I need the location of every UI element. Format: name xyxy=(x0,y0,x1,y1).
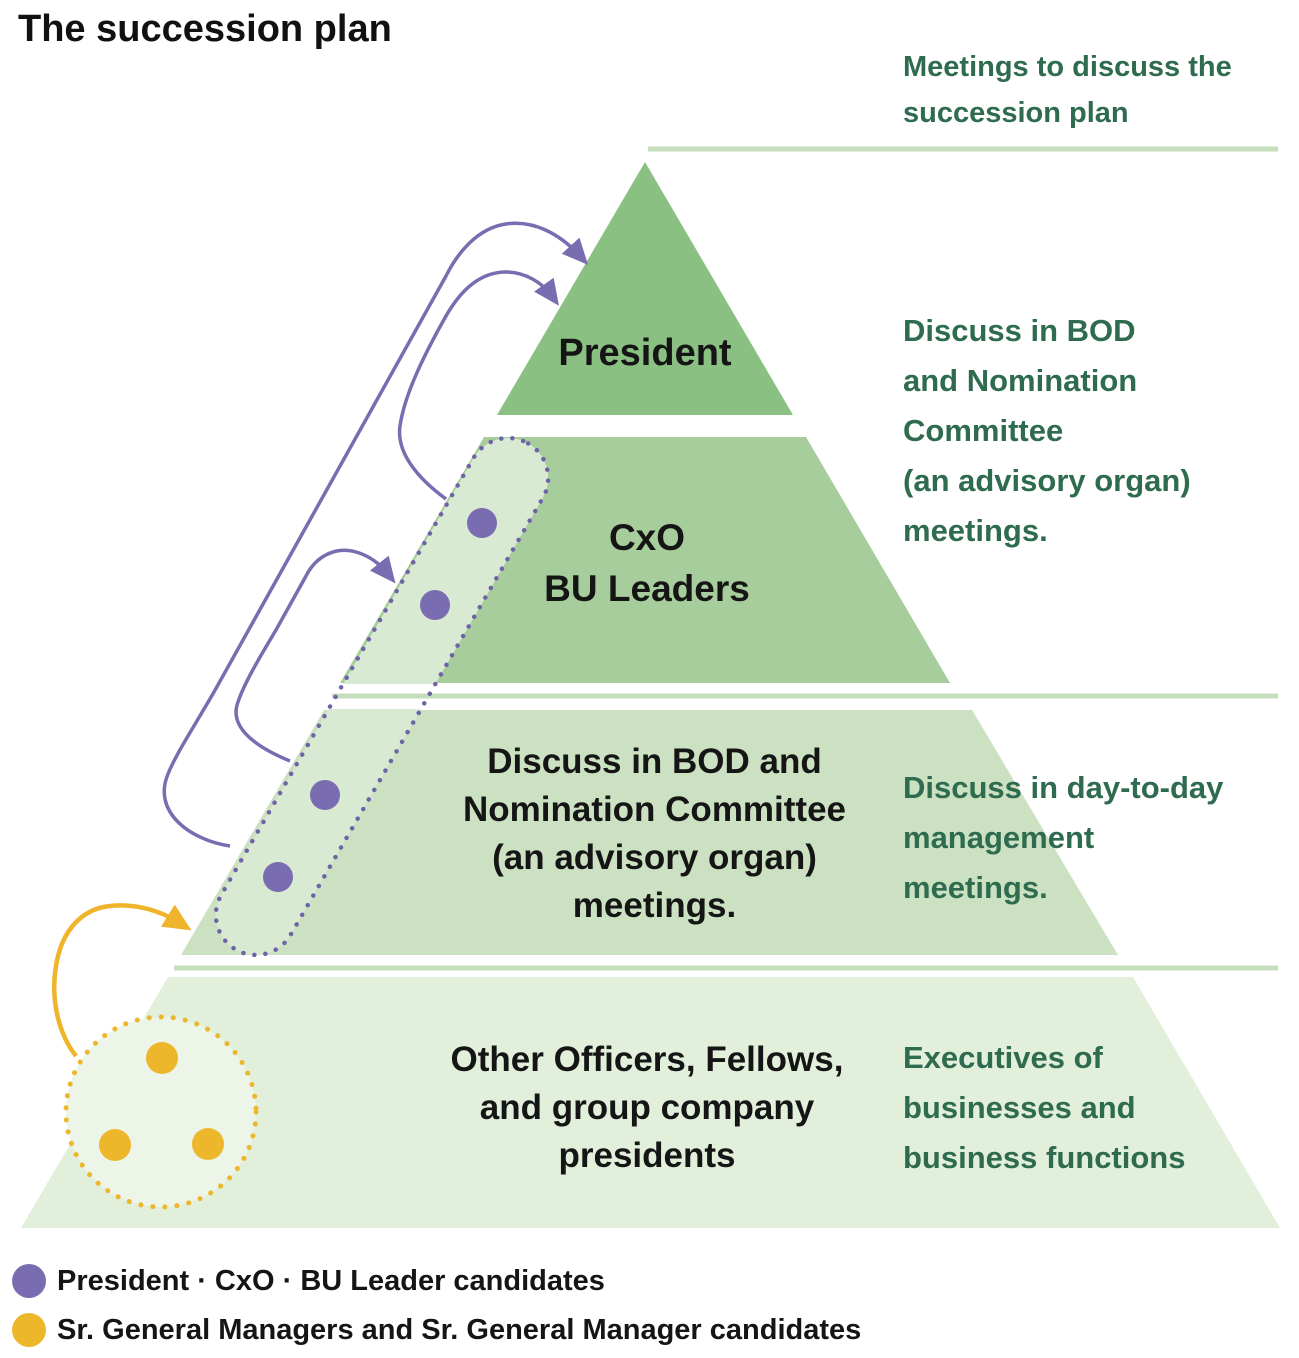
promotion-arrow-to-president-inner xyxy=(397,270,559,501)
tier-bod-nomination-label: Discuss in BOD and Nomination Committee … xyxy=(462,742,847,925)
legend-label-purple: President · CxO · BU Leader candidates xyxy=(57,1265,605,1297)
tier-other-officers-label: Other Officers, Fellows, and group compa… xyxy=(450,1040,844,1175)
leader-candidates-capsule-border xyxy=(213,435,551,958)
leader-candidate-dot xyxy=(420,590,450,620)
promotion-arrow-yellow xyxy=(51,903,192,1058)
leader-candidate-dot xyxy=(310,780,340,810)
note-day-to-day: Discuss in day-to-day management meeting… xyxy=(903,770,1224,905)
pyramid-tier-other-officers xyxy=(21,977,1280,1228)
page-title: The succession plan xyxy=(18,8,392,50)
pyramid-tier-president xyxy=(497,162,793,415)
sr-manager-candidate-dot xyxy=(99,1129,131,1161)
note-bod-nomination: Discuss in BOD and Nomination Committee … xyxy=(903,313,1191,548)
tier-cxo-bu-leaders-label: CxO BU Leaders xyxy=(544,517,750,609)
meetings-column-header: Meetings to discuss the succession plan xyxy=(903,51,1232,129)
tier-president-label: President xyxy=(558,332,732,374)
leader-candidate-dot xyxy=(467,508,497,538)
note-executives: Executives of businesses and business fu… xyxy=(903,1040,1186,1175)
sr-manager-candidate-dot xyxy=(192,1128,224,1160)
promotion-arrow-to-cxo-tier xyxy=(234,548,396,763)
pyramid-tier-bod-nomination xyxy=(181,710,1118,955)
promotion-arrow-to-president-outer xyxy=(162,221,589,848)
leader-candidate-dot xyxy=(263,862,293,892)
legend-label-yellow: Sr. General Managers and Sr. General Man… xyxy=(57,1314,862,1346)
sr-manager-candidate-dot xyxy=(146,1042,178,1074)
legend-yellow-dot-icon xyxy=(12,1313,46,1347)
legend-purple-dot-icon xyxy=(12,1264,46,1298)
